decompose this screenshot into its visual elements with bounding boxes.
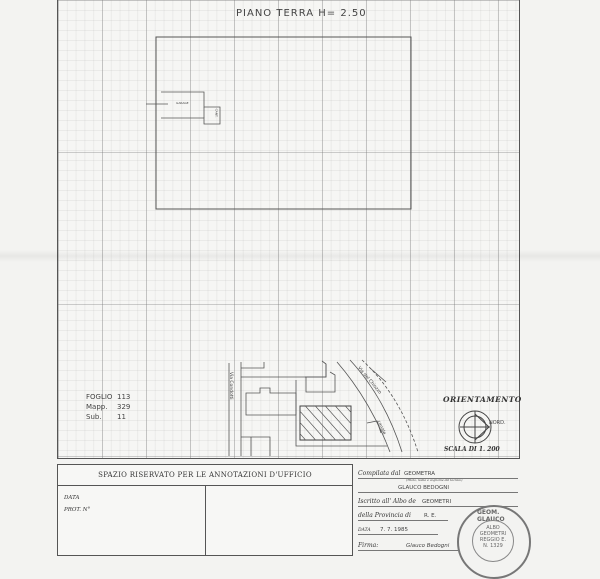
site-plan	[228, 359, 419, 456]
firma-label: Firma:	[358, 542, 379, 549]
stamp-line: ALBO	[486, 525, 500, 531]
provincia-value: R. E.	[424, 513, 437, 519]
office-header: SPAZIO RISERVATO PER LE ANNOTAZIONI D'UF…	[58, 465, 352, 486]
iscritto-row: Iscritto all' Albo de GEOMETRI	[358, 494, 518, 507]
subalterno-value: 11	[117, 413, 126, 421]
stamp-line: REGGIO E.	[479, 537, 507, 543]
subject-parcel-hatched	[299, 405, 352, 441]
paper-fold	[0, 250, 600, 262]
date-row: DATA 7. 7. 1985	[358, 522, 438, 535]
compilata-row: Compilata dal GEOMETRA (Titolo, nome e c…	[358, 466, 518, 482]
office-annotations-box: SPAZIO RISERVATO PER LE ANNOTAZIONI D'UF…	[57, 464, 353, 556]
compass-icon	[458, 410, 492, 444]
street-west-label: Via Condotti	[228, 372, 233, 400]
stamp-center: ALBO GEOMETRI REGGIO E. N. 1329	[472, 520, 514, 562]
stamp-ring-text: GEOM. GLAUCO	[477, 509, 505, 523]
iscritto-label: Iscritto all' Albo de	[358, 498, 416, 505]
scale-label: SCALA DI 1. 200	[444, 446, 500, 453]
date-label: DATA	[358, 528, 371, 533]
albo-value: GEOMETRI	[422, 499, 452, 505]
orientation-label: ORIENTAMENTO	[443, 395, 522, 404]
name-row: GLAUCO BEDOGNI	[358, 480, 518, 493]
garage-label: GARAGE	[176, 101, 189, 105]
north-label: NORD.	[489, 420, 506, 426]
foglio-value: 113	[117, 393, 131, 401]
compilata-label: Compilata dal	[358, 470, 401, 477]
stamp-line: GEOMETRI	[479, 531, 507, 537]
stamp-line: N. 1329	[483, 543, 503, 549]
compilata-title-value: GEOMETRA	[404, 471, 436, 477]
mappale-value: 329	[117, 403, 131, 411]
floor-outline	[155, 36, 412, 210]
office-divider	[205, 486, 206, 555]
office-data-label: DATA	[64, 495, 80, 501]
signature: Glauco Bedogni	[406, 543, 450, 549]
compilata-hint: (Titolo, nome e cognome del tecnico)	[406, 478, 463, 482]
provincia-row: della Provincia di R. E.	[358, 508, 448, 521]
foglio-label: FOGLIO	[86, 393, 113, 401]
subalterno-label: Sub.	[86, 413, 102, 421]
provincia-label: della Provincia di	[358, 512, 411, 519]
drawing-sheet	[57, 0, 520, 459]
office-prot-label: PROT. N°	[64, 507, 91, 513]
storage-label: CANT.	[214, 108, 219, 118]
date-value: 7. 7. 1985	[380, 527, 408, 533]
professional-stamp: GEOM. GLAUCO ALBO GEOMETRI REGGIO E. N. …	[457, 505, 531, 579]
floor-title: PIANO TERRA H= 2.50	[236, 8, 367, 19]
mappale-label: Mapp.	[86, 403, 108, 411]
drawing-lines	[146, 36, 492, 456]
garage-room	[146, 91, 221, 125]
technician-name: GLAUCO BEDOGNI	[398, 485, 449, 491]
firma-row: Firma: Glauco Bedogni	[358, 538, 458, 551]
